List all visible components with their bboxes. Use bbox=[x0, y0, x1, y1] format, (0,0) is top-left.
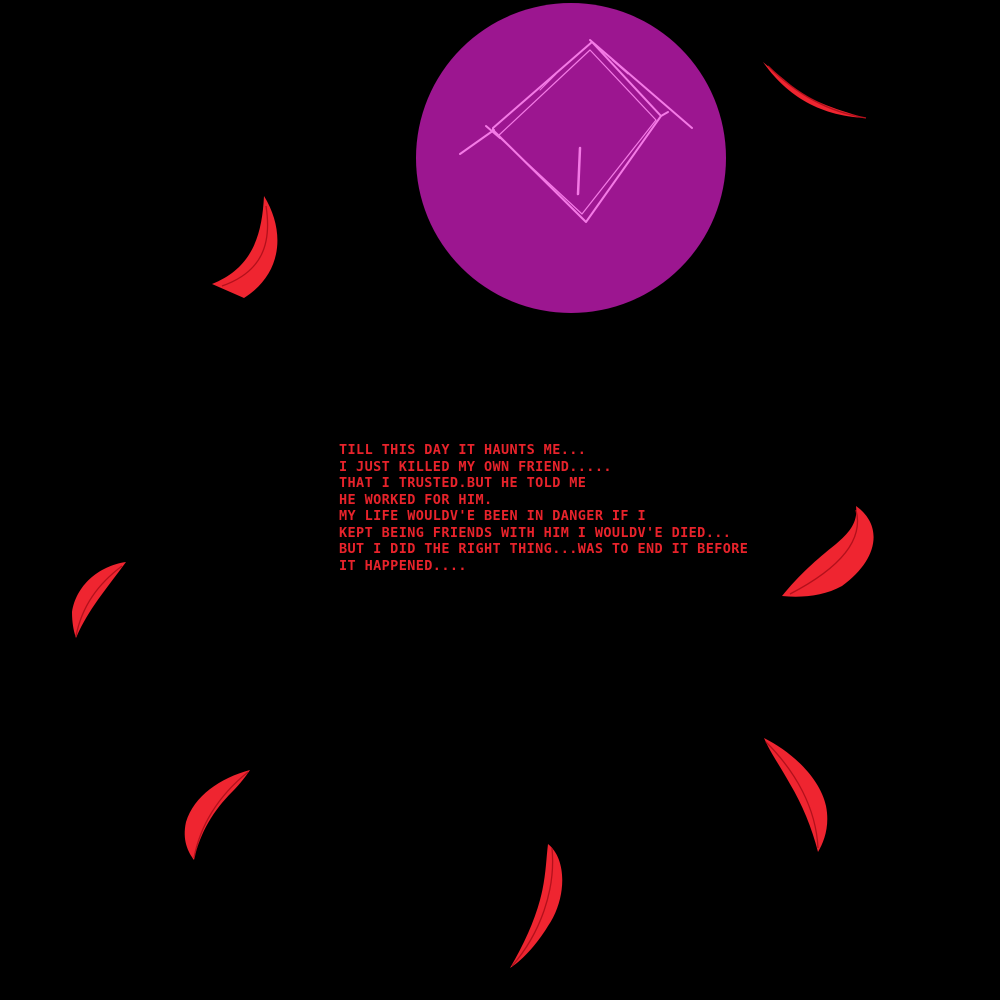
story-line: IT HAPPENED.... bbox=[339, 557, 467, 574]
petal bbox=[782, 506, 874, 597]
story-line: HE WORKED FOR HIM. bbox=[339, 491, 493, 508]
petal bbox=[510, 844, 563, 968]
petal bbox=[184, 770, 250, 860]
story-line: THAT I TRUSTED.BUT HE TOLD ME bbox=[339, 475, 587, 491]
petal bbox=[72, 562, 126, 638]
petal bbox=[212, 196, 278, 298]
story-text: TILL THIS DAY IT HAUNTS ME... I JUST KIL… bbox=[339, 442, 748, 574]
story-line: TILL THIS DAY IT HAUNTS ME... bbox=[339, 442, 587, 458]
moon-sketch bbox=[459, 39, 693, 223]
story-line: MY LIFE WOULDV'E BEEN IN DANGER IF I bbox=[339, 508, 646, 524]
story-line: I JUST KILLED MY OWN FRIEND..... bbox=[339, 458, 612, 475]
moon bbox=[416, 3, 726, 313]
petal bbox=[763, 62, 867, 119]
story-line: BUT I DID THE RIGHT THING...WAS TO END I… bbox=[339, 541, 749, 557]
petal bbox=[764, 738, 828, 852]
story-line: KEPT BEING FRIENDS WITH HIM I WOULDV'E D… bbox=[339, 524, 732, 541]
